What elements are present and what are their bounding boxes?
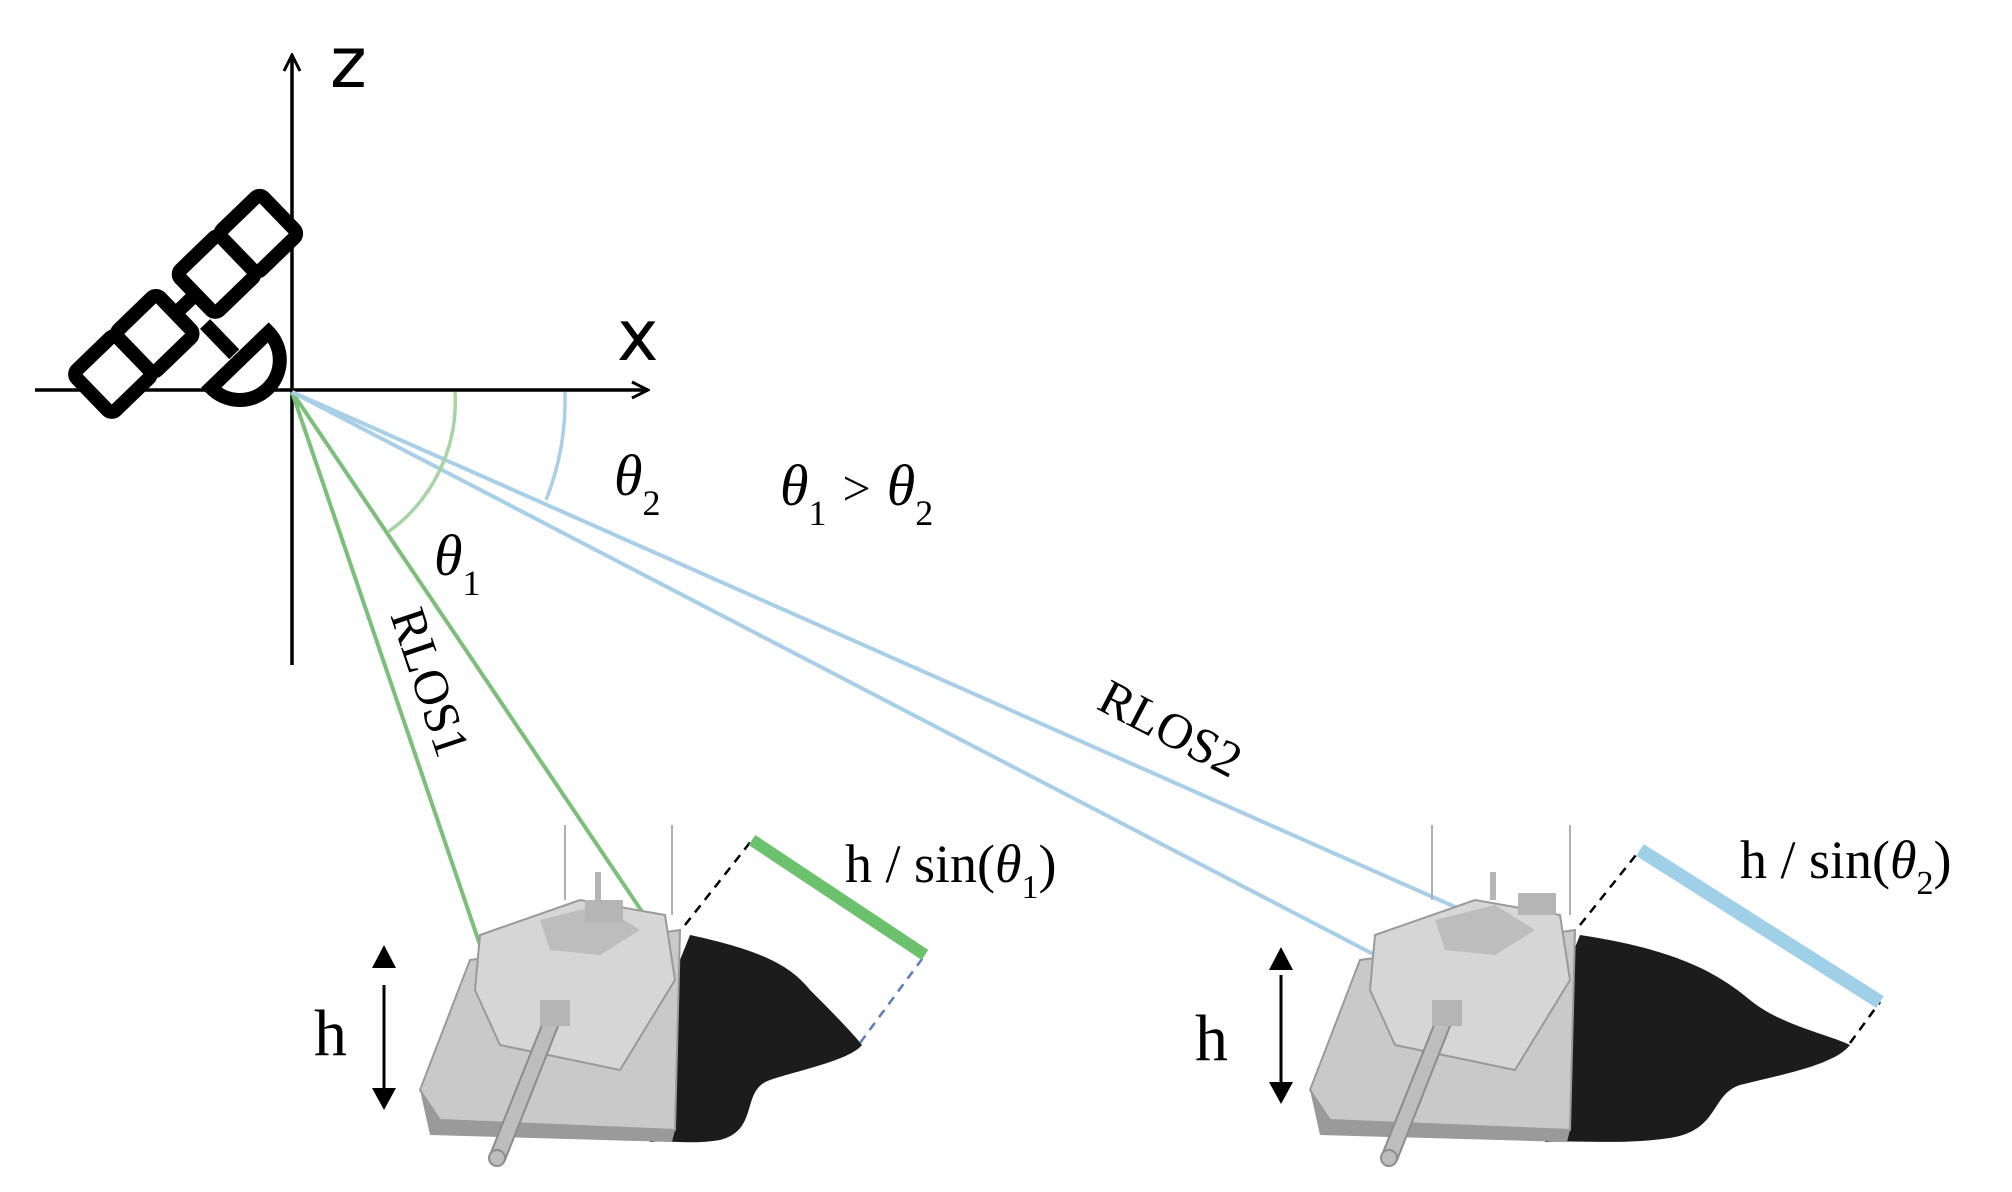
x-axis-label: x bbox=[617, 295, 658, 377]
height-label-right: h bbox=[1195, 1002, 1228, 1075]
dashed-bottom-left bbox=[858, 954, 927, 1044]
shadow-length-label-left: h / sin(θ1) bbox=[845, 834, 1057, 906]
z-axis-label: z bbox=[330, 22, 367, 104]
tank-icon bbox=[1308, 825, 1577, 1167]
shadow-right bbox=[1545, 935, 1850, 1142]
rlos2-rays bbox=[291, 390, 1576, 962]
tank-icon bbox=[418, 825, 682, 1167]
shadow-length-bar-right bbox=[1636, 844, 1884, 1008]
shadow-length-bar-left bbox=[748, 835, 929, 960]
rlos1-rays bbox=[290, 390, 680, 967]
dashed-top-right bbox=[1579, 849, 1641, 926]
rlos1-label: RLOS1 bbox=[380, 601, 482, 764]
rlos2-label: RLOS2 bbox=[1090, 668, 1251, 788]
shadow-left bbox=[650, 935, 862, 1143]
angle-relation: θ1>θ2 bbox=[780, 453, 933, 533]
height-arrow-left bbox=[372, 945, 396, 1110]
theta1-label: θ1 bbox=[434, 523, 481, 603]
theta2-arc bbox=[544, 391, 567, 501]
theta1-arc bbox=[386, 391, 458, 534]
height-label-left: h bbox=[314, 997, 347, 1070]
height-arrow-right bbox=[1269, 947, 1293, 1104]
shadow-length-label-right: h / sin(θ2) bbox=[1740, 830, 1952, 902]
dashed-bottom-right bbox=[1848, 1001, 1882, 1044]
theta2-label: θ2 bbox=[614, 443, 661, 523]
dashed-top-left bbox=[684, 839, 753, 926]
satellite-icon bbox=[68, 188, 304, 419]
